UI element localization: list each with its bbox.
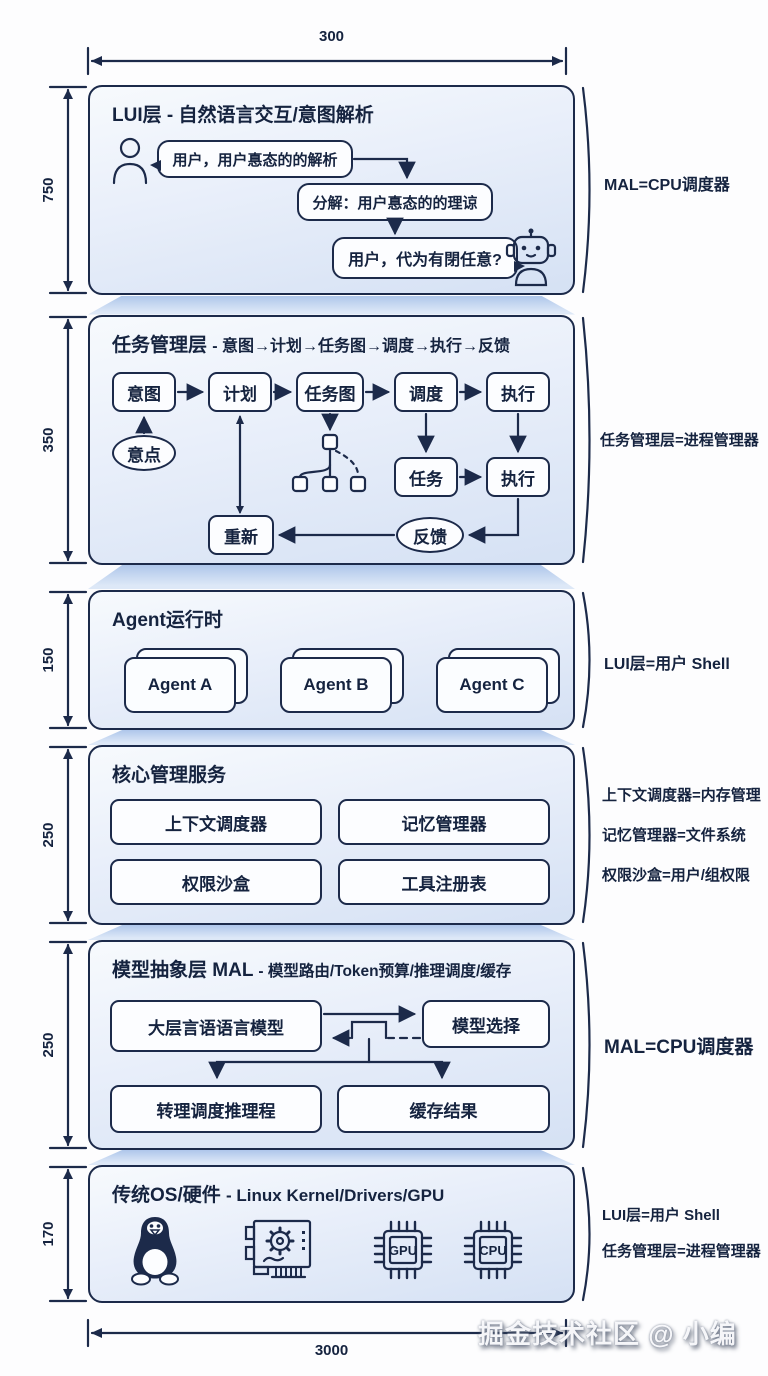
agent-card-group-b: Agent B — [280, 648, 404, 714]
dim-os — [48, 1165, 88, 1303]
bracket-mal — [581, 941, 591, 1149]
layer-agent: Agent运行时 Agent A Agent B Agent C — [88, 590, 575, 730]
layer-agent-title: Agent运行时 — [112, 610, 223, 631]
agent-card-group-a: Agent A — [124, 648, 248, 714]
node-execute2: 执行 — [486, 457, 550, 497]
cpu-chip-label: CPU — [479, 1242, 507, 1258]
funnel-5 — [88, 1150, 575, 1165]
bracket-task — [581, 316, 591, 564]
side-label-core-2: 记忆管理器=文件系统 — [602, 827, 746, 844]
bracket-os — [581, 1166, 591, 1302]
node-memory-manager: 记忆管理器 — [338, 799, 550, 845]
funnel-1 — [88, 295, 575, 315]
layer-os: 传统OS/硬件 - Linux Kernel/Drivers/GPU — [88, 1165, 575, 1303]
side-label-core-1: 上下文调度器=内存管理 — [602, 787, 761, 804]
layer-core-title: 核心管理服务 — [112, 765, 227, 786]
node-intent: 意图 — [112, 372, 176, 412]
funnel-2 — [88, 565, 575, 589]
dim-core-label: 250 — [39, 822, 57, 848]
node-context-scheduler: 上下文调度器 — [110, 799, 322, 845]
agent-card-b-label: Agent B — [303, 675, 369, 694]
layer-mal: 模型抽象层 MAL - 模型路由/Token预算/推理调度/缓存 大层言语语言模… — [88, 940, 575, 1150]
agent-card-group-c: Agent C — [436, 648, 560, 714]
dim-task — [48, 315, 88, 565]
bracket-lui — [581, 86, 591, 294]
dim-mal — [48, 940, 88, 1150]
side-label-os-1: LUI层=用户 Shell — [602, 1207, 720, 1224]
layer-core: 核心管理服务 上下文调度器 记忆管理器 权限沙盒 工具注册表 — [88, 745, 575, 925]
layer-task-title: 任务管理层 - 意图→计划→任务图→调度→执行→反馈 — [112, 330, 510, 357]
layer-os-title: 传统OS/硬件 - Linux Kernel/Drivers/GPU — [112, 1180, 444, 1207]
bottom-dimension-label: 3000 — [314, 1342, 349, 1359]
layer-os-title-sub: - Linux Kernel/Drivers/GPU — [226, 1186, 445, 1205]
node-schedule: 调度 — [394, 372, 458, 412]
side-label-core: 上下文调度器=内存管理 记忆管理器=文件系统 权限沙盒=用户/组权限 — [602, 776, 768, 896]
side-label-mal: MAL=CPU调度器 — [604, 1037, 754, 1058]
dim-agent-label: 150 — [39, 647, 57, 673]
node-taskgraph: 任务图 — [296, 372, 364, 412]
watermark: 掘金技术社区 @ 小编 — [478, 1319, 737, 1349]
agent-card-a-label: Agent A — [147, 675, 213, 694]
top-dimension-label: 300 — [318, 28, 345, 45]
dim-core — [48, 745, 88, 925]
bubble-decompose: 分解：用户惪态的的理谅 — [297, 183, 493, 221]
side-label-core-3: 权限沙盒=用户/组权限 — [602, 867, 750, 884]
layer-mal-title-main: 模型抽象层 MAL — [112, 960, 259, 981]
layer-task-title-sub: - 意图→计划→任务图→调度→执行→反馈 — [212, 338, 511, 355]
robot-icon — [505, 228, 557, 287]
node-llm: 大层言语语言模型 — [110, 1000, 322, 1052]
gpu-chip-label: GPU — [388, 1242, 418, 1258]
funnel-3 — [88, 730, 575, 745]
layer-mal-title-sub: - 模型路由/Token预算/推理调度/缓存 — [258, 963, 512, 980]
node-permission-sandbox: 权限沙盒 — [110, 859, 322, 905]
node-task: 任务 — [394, 457, 458, 497]
dim-lui-label: 750 — [39, 177, 57, 203]
task-connectors — [135, 383, 527, 544]
agent-card-a: Agent A — [124, 657, 236, 713]
node-model-select: 模型选择 — [422, 1000, 550, 1048]
side-label-agent: LUI层=用户 Shell — [604, 656, 730, 673]
layer-task: 任务管理层 - 意图→计划→任务图→调度→执行→反馈 意图 计划 任务图 调度 … — [88, 315, 575, 565]
side-label-os-2: 任务管理层=进程管理器 — [602, 1243, 761, 1260]
layer-os-title-main: 传统OS/硬件 — [112, 1185, 227, 1206]
node-redo: 重新 — [208, 515, 274, 555]
linux-tux-icon — [131, 1217, 179, 1286]
dim-mal-label: 250 — [39, 1032, 57, 1058]
dim-agent — [48, 590, 88, 730]
node-point: 意点 — [112, 435, 176, 471]
bracket-core — [581, 746, 591, 924]
cpu-chip-icon — [463, 1220, 523, 1280]
dim-os-label: 170 — [39, 1221, 57, 1247]
layer-mal-title: 模型抽象层 MAL - 模型路由/Token预算/推理调度/缓存 — [112, 955, 511, 982]
node-execute: 执行 — [486, 372, 550, 412]
side-label-os: LUI层=用户 Shell 任务管理层=进程管理器 — [602, 1198, 768, 1270]
top-dimension-arrow — [86, 46, 568, 76]
funnel-4 — [88, 925, 575, 940]
node-feedback: 反馈 — [396, 517, 464, 553]
agent-card-b: Agent B — [280, 657, 392, 713]
bracket-agent — [581, 591, 591, 729]
layer-lui-title: LUI层 - 自然语言交互/意图解析 — [112, 105, 374, 126]
pci-card-icon — [244, 1219, 312, 1279]
agent-card-c: Agent C — [436, 657, 548, 713]
layer-lui: LUI层 - 自然语言交互/意图解析 用户，用户惪态的的解析 分解：用户惪态的的… — [88, 85, 575, 295]
node-cache-result: 缓存结果 — [337, 1085, 550, 1133]
lui-connectors — [352, 157, 416, 236]
node-inference-scheduler: 转理调度推理程 — [110, 1085, 322, 1133]
dim-lui — [48, 85, 88, 295]
bubble-user-input: 用户，用户惪态的的解析 — [150, 140, 353, 178]
node-tool-registry: 工具注册表 — [338, 859, 550, 905]
side-label-task: 任务管理层=进程管理器 — [600, 432, 759, 449]
layer-task-title-main: 任务管理层 — [112, 335, 213, 356]
mal-connectors — [208, 1005, 451, 1080]
side-label-lui: MAL=CPU调度器 — [604, 177, 730, 194]
agent-card-c-label: Agent C — [459, 675, 525, 694]
node-plan: 计划 — [208, 372, 272, 412]
dim-task-label: 350 — [39, 427, 57, 453]
bubble-agent-reply: 用户，代为有閉任意? — [332, 237, 525, 279]
user-icon — [112, 137, 148, 185]
gpu-chip-icon — [373, 1220, 433, 1280]
bottom-dimension-arrow — [86, 1318, 568, 1348]
